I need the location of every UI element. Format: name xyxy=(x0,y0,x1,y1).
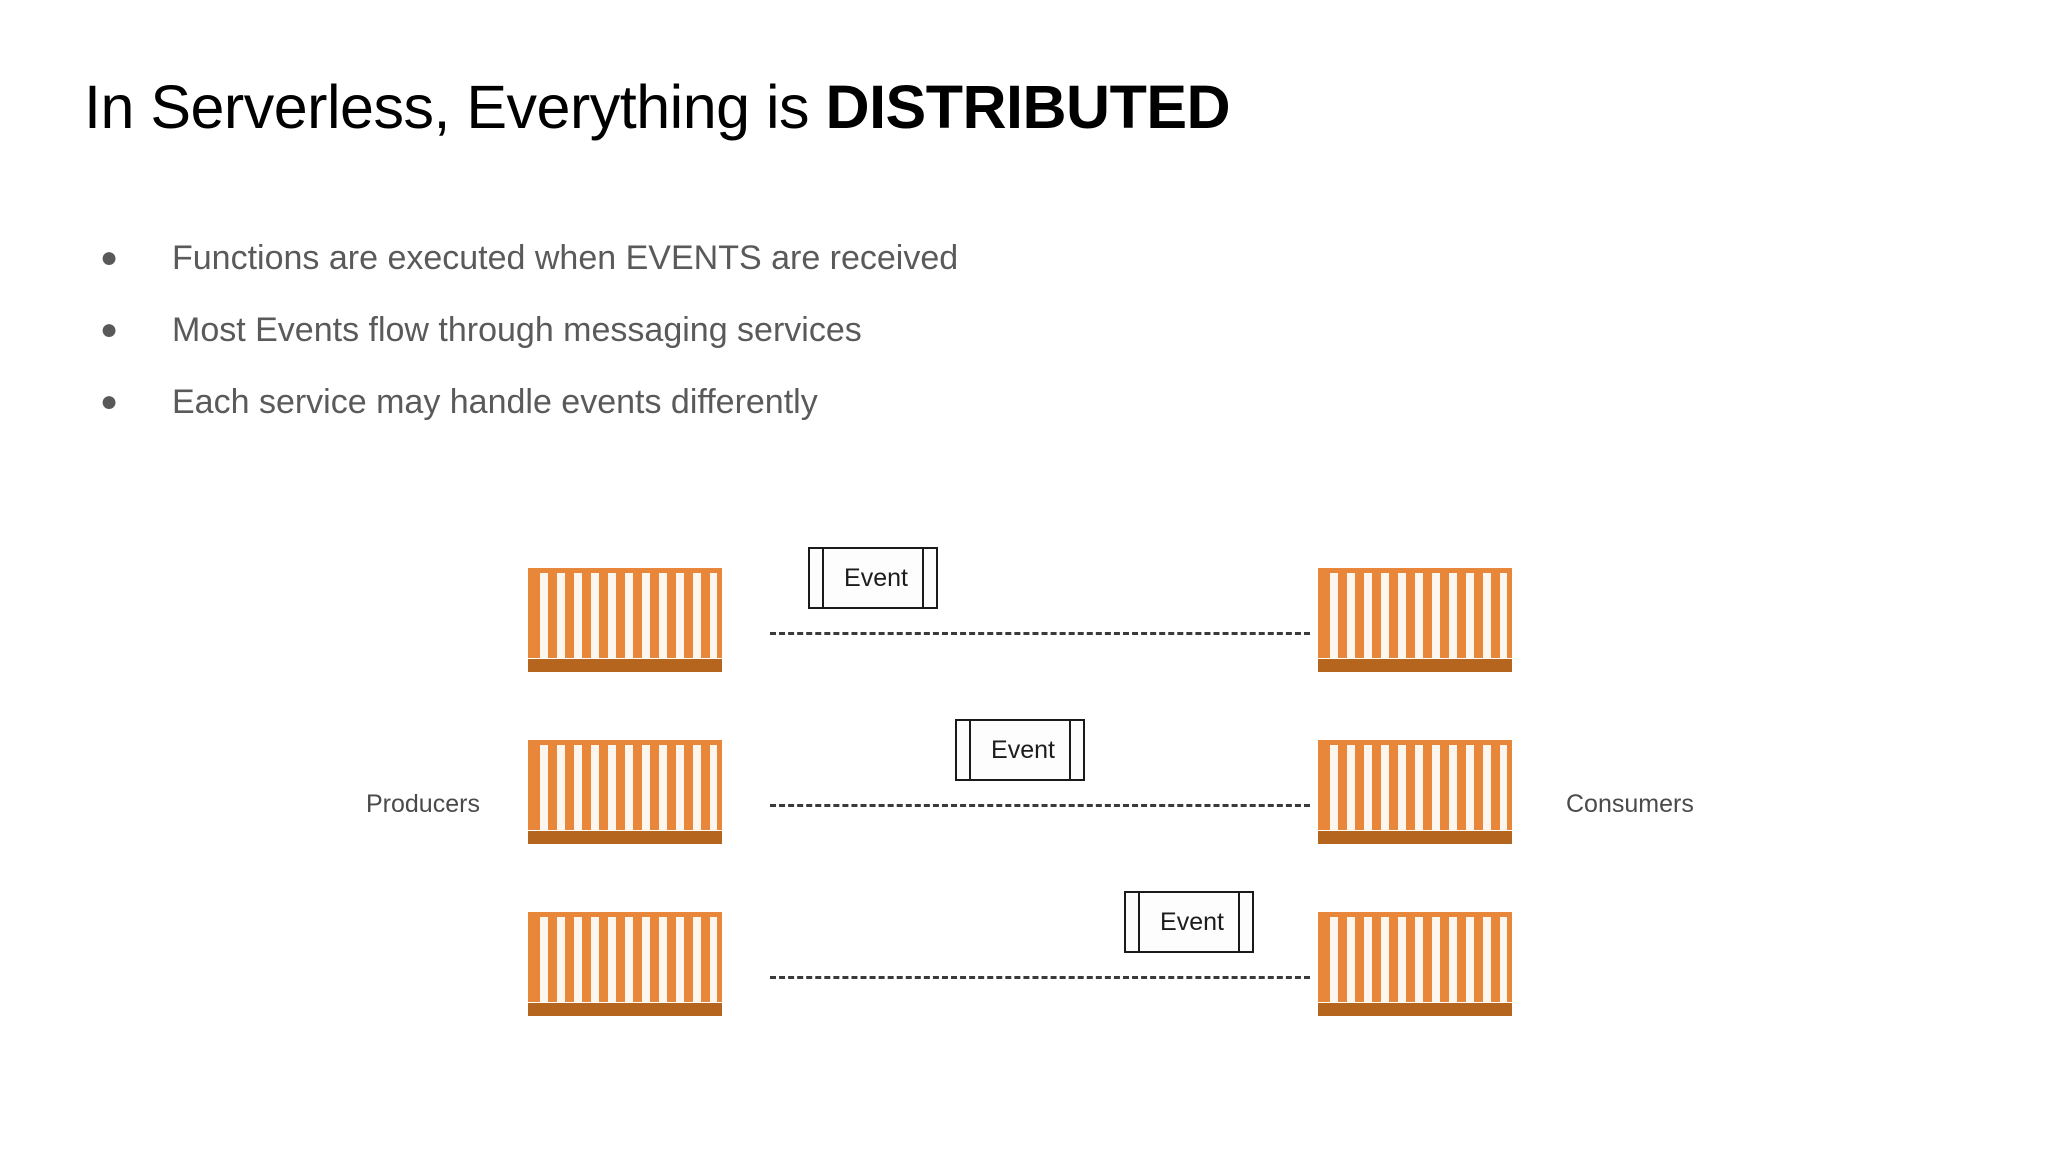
bullet-list: ● Functions are executed when EVENTS are… xyxy=(100,236,1800,452)
list-item: ● Functions are executed when EVENTS are… xyxy=(100,236,1800,308)
consumer-container-2 xyxy=(1318,740,1512,844)
page-title-emphasis: DISTRIBUTED xyxy=(825,73,1231,141)
container-base xyxy=(1318,1003,1512,1016)
container-body xyxy=(1318,740,1512,830)
container-base xyxy=(528,659,722,672)
flow-line-1 xyxy=(770,632,1310,635)
container-base xyxy=(1318,831,1512,844)
producers-consumers-diagram: Producers Consumers xyxy=(0,500,2048,1100)
consumer-container-3 xyxy=(1318,912,1512,1016)
flow-line-2 xyxy=(770,804,1310,807)
producer-container-1 xyxy=(528,568,722,672)
list-item: ● Most Events flow through messaging ser… xyxy=(100,308,1800,380)
producers-label: Producers xyxy=(366,790,480,818)
bullet-text: Each service may handle events different… xyxy=(172,383,818,421)
container-body xyxy=(528,912,722,1002)
container-body xyxy=(1318,912,1512,1002)
list-item: ● Each service may handle events differe… xyxy=(100,380,1800,452)
event-box-label: Event xyxy=(991,735,1055,764)
bullet-marker-icon: ● xyxy=(100,313,119,346)
consumer-container-1 xyxy=(1318,568,1512,672)
event-box-label: Event xyxy=(1160,907,1224,936)
event-box-label: Event xyxy=(844,563,908,592)
bullet-text: Functions are executed when EVENTS are r… xyxy=(172,239,959,277)
container-base xyxy=(528,831,722,844)
container-body xyxy=(528,568,722,658)
event-box-3[interactable]: Event xyxy=(1124,891,1254,953)
page-title: In Serverless, Everything is DISTRIBUTED xyxy=(84,73,1904,141)
container-body xyxy=(1318,568,1512,658)
bullet-marker-icon: ● xyxy=(100,385,119,418)
event-box-2[interactable]: Event xyxy=(955,719,1085,781)
flow-line-3 xyxy=(770,976,1310,979)
producer-container-3 xyxy=(528,912,722,1016)
consumers-label: Consumers xyxy=(1566,790,1694,818)
page-title-normal: In Serverless, Everything is xyxy=(84,73,826,141)
container-base xyxy=(528,1003,722,1016)
event-box-1[interactable]: Event xyxy=(808,547,938,609)
bullet-text: Most Events flow through messaging servi… xyxy=(172,311,862,349)
container-base xyxy=(1318,659,1512,672)
container-body xyxy=(528,740,722,830)
bullet-marker-icon: ● xyxy=(100,241,119,274)
producer-container-2 xyxy=(528,740,722,844)
